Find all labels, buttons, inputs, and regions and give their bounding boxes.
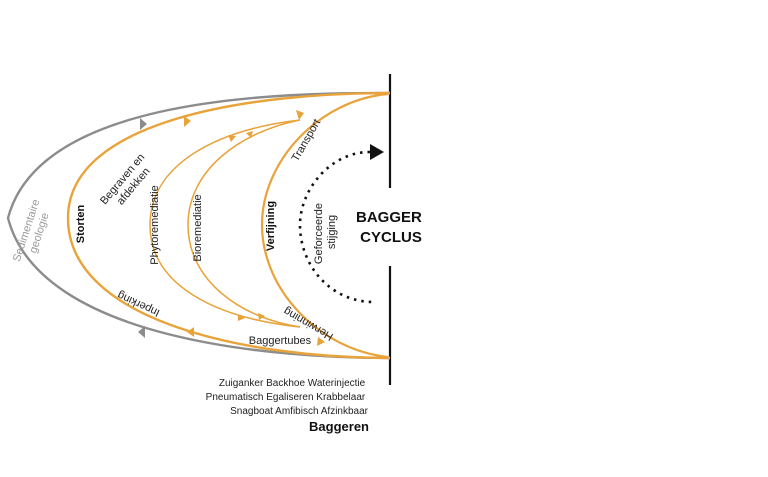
phyto-arrow-top	[228, 135, 236, 142]
baggertubes-label: Baggertubes	[249, 335, 312, 347]
geforceerde-stijging-arrowhead	[370, 144, 384, 160]
center-title: BAGGER CYCLUS	[356, 209, 426, 246]
phyto-arrow-bottom	[238, 314, 245, 321]
geforceerde-label-line1: Geforceerde	[313, 203, 325, 264]
verfijning-arc	[260, 92, 389, 359]
sediment-label: Sedimentaire geologie	[11, 195, 56, 267]
sediment-arrow-top	[140, 118, 147, 130]
storten-arc	[66, 91, 391, 360]
verfijning-arrow-bottom	[317, 337, 325, 346]
verfijning-label: Verfijning	[265, 201, 277, 251]
verfijning-arrow-top	[296, 110, 304, 120]
inperking-label: Inperking	[116, 289, 162, 319]
phytoremediatie-arc	[149, 119, 301, 328]
sediment-arrow-bottom	[138, 326, 145, 338]
storten-arrow-top	[184, 116, 191, 127]
method-line-2: Pneumatisch Egaliseren Krabbelaar	[206, 392, 366, 403]
transport-label: Transport	[290, 117, 324, 163]
method-line-1: Zuiganker Backhoe Waterinjectie	[219, 378, 366, 389]
sediment-arc	[6, 91, 391, 360]
storten-label: Storten	[75, 204, 87, 243]
baggeren-title: Baggeren	[309, 419, 369, 434]
geforceerde-label-line2: stijging	[326, 215, 338, 249]
center-title-line1: BAGGER	[356, 209, 422, 226]
bio-arrow-bottom	[258, 313, 265, 320]
phytoremediatie-label: Phytoremediatie	[149, 185, 161, 265]
bioremediatie-arc	[187, 119, 301, 328]
storten-arrow-bottom	[187, 327, 194, 337]
bioremediatie-label: Bioremediatie	[192, 194, 204, 261]
bio-arrow-top	[246, 131, 253, 138]
geforceerde-stijging-label: Geforceerde stijging	[313, 200, 338, 264]
center-title-line2: CYCLUS	[360, 229, 422, 246]
method-line-3: Snagboat Amfibisch Afzinkbaar	[230, 406, 369, 417]
methods-list: Zuiganker Backhoe Waterinjectie Pneumati…	[206, 378, 369, 417]
